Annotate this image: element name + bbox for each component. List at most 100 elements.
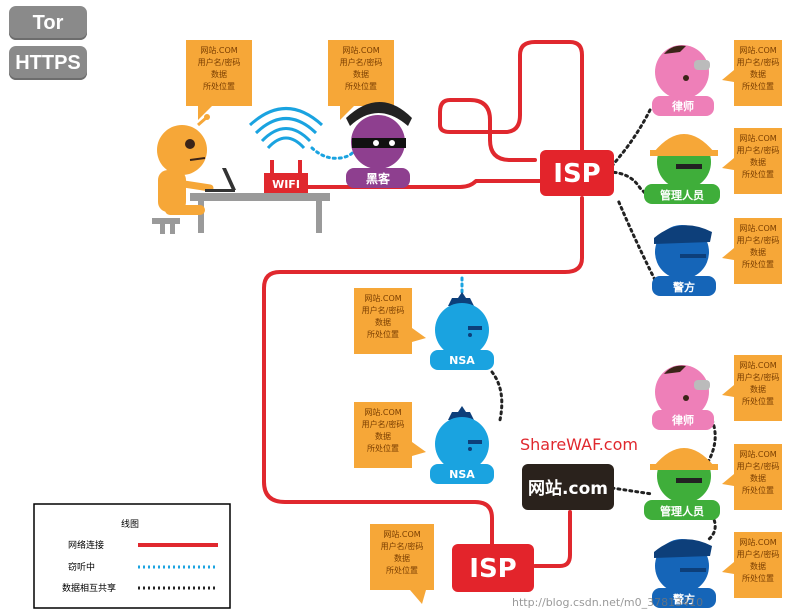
admin-top-label: 管理人员: [660, 188, 704, 202]
isp-top-box: ISP: [540, 150, 614, 196]
callout-lawyer-top-line2: 用户名/密码: [737, 57, 780, 67]
tor-button[interactable]: Tor: [9, 6, 87, 40]
lawyer-bottom-figure: 律师: [652, 365, 714, 430]
callout-isp-line3: 数据: [394, 553, 410, 563]
police-bottom-figure: 警方: [652, 539, 716, 608]
isp-bottom-label: ISP: [469, 554, 516, 584]
callout-isp-bottom: 网站.COM 用户名/密码 数据 所处位置: [370, 524, 434, 604]
callout-admin-top-line4: 所处位置: [742, 169, 774, 179]
police-top-figure: 警方: [652, 225, 716, 296]
glasses-icon: [694, 60, 710, 70]
callout-nsa-bottom-line3: 数据: [375, 431, 391, 441]
callout-police-bottom-line2: 用户名/密码: [737, 549, 780, 559]
nsa-bottom-label: NSA: [449, 468, 475, 481]
link-isp-to-website: [533, 510, 572, 568]
hacker-hat: [346, 102, 412, 126]
link-isp-loop: [438, 40, 584, 162]
callout-lawyer-bottom: 网站.COM 用户名/密码 数据 所处位置: [722, 355, 782, 421]
legend: 线图 网络连接 窃听中 数据相互共享: [33, 503, 231, 609]
callout-nsa-top-line4: 所处位置: [367, 329, 399, 339]
admin-bottom-figure: 管理人员: [644, 448, 720, 520]
user-figure: [152, 114, 330, 234]
callout-lawyer-top-line4: 所处位置: [742, 81, 774, 91]
hacker-eavesdrop-line: [310, 146, 357, 160]
legend-title: 线图: [121, 518, 139, 530]
sharing-links: [490, 108, 717, 542]
callout-lawyer-top-line1: 网站.COM: [739, 45, 776, 55]
callout-hacker-line3: 数据: [353, 69, 369, 79]
hacker-figure: 黑客: [346, 102, 412, 188]
callout-hacker-line1: 网站.COM: [342, 45, 379, 55]
callout-admin-bottom-line2: 用户名/密码: [737, 461, 780, 471]
callout-admin-top-line1: 网站.COM: [739, 133, 776, 143]
network-links: [262, 40, 584, 568]
callout-police-top-line4: 所处位置: [742, 259, 774, 269]
website-box: 网站.com: [522, 464, 614, 510]
callout-police-top-line1: 网站.COM: [739, 223, 776, 233]
callout-police-bottom-line4: 所处位置: [742, 573, 774, 583]
nsa-top-figure: NSA: [430, 292, 494, 370]
desk: [190, 193, 330, 201]
lawyer-top-label: 律师: [671, 99, 694, 113]
stool: [152, 218, 180, 224]
laptop-icon: [214, 168, 236, 190]
police-top-label: 警方: [672, 280, 695, 294]
callout-lawyer-bottom-line4: 所处位置: [742, 396, 774, 406]
callout-hacker: 网站.COM 用户名/密码 数据 所处位置: [328, 40, 394, 120]
callout-lawyer-top: 网站.COM 用户名/密码 数据 所处位置: [722, 40, 782, 106]
callout-admin-bottom: 网站.COM 用户名/密码 数据 所处位置: [722, 444, 782, 510]
callout-lawyer-bottom-line1: 网站.COM: [739, 360, 776, 370]
callout-user: 网站.COM 用户名/密码 数据 所处位置: [186, 40, 252, 120]
lawyer-top-figure: 律师: [652, 45, 714, 116]
callout-admin-bottom-line4: 所处位置: [742, 485, 774, 495]
callout-hacker-line4: 所处位置: [345, 81, 377, 91]
sharewaf-label: ShareWAF.com: [520, 435, 638, 454]
callout-admin-bottom-line1: 网站.COM: [739, 449, 776, 459]
hacker-label: 黑客: [366, 171, 391, 186]
user-head: [157, 125, 207, 175]
callout-nsa-top-line3: 数据: [375, 317, 391, 327]
callout-user-line3: 数据: [211, 69, 227, 79]
callout-nsa-bottom-line4: 所处位置: [367, 443, 399, 453]
hardhat-icon: [654, 134, 714, 152]
callout-user-line1: 网站.COM: [200, 45, 237, 55]
callout-nsa-bottom-line2: 用户名/密码: [362, 419, 405, 429]
wifi-router: WIFI: [248, 107, 324, 193]
lawyer-bottom-label: 律师: [671, 413, 694, 427]
police-cap-icon: [654, 225, 712, 244]
callout-nsa-top-line2: 用户名/密码: [362, 305, 405, 315]
callout-police-top: 网站.COM 用户名/密码 数据 所处位置: [722, 218, 782, 284]
website-label: 网站.com: [528, 478, 608, 499]
callout-police-bottom-line1: 网站.COM: [739, 537, 776, 547]
callout-nsa-top: 网站.COM 用户名/密码 数据 所处位置: [354, 288, 426, 354]
callout-police-bottom-line3: 数据: [750, 561, 766, 571]
callout-isp-line1: 网站.COM: [383, 529, 420, 539]
callout-police-top-line2: 用户名/密码: [737, 235, 780, 245]
callout-hacker-line2: 用户名/密码: [340, 57, 383, 67]
legend-item-eavesdrop-label: 窃听中: [68, 561, 95, 573]
callout-lawyer-bottom-line2: 用户名/密码: [737, 372, 780, 382]
callout-admin-top: 网站.COM 用户名/密码 数据 所处位置: [722, 128, 782, 194]
link-isp-down: [262, 196, 584, 557]
callout-user-line4: 所处位置: [203, 81, 235, 91]
link-wifi-to-isp: [298, 179, 542, 189]
admin-bottom-label: 管理人员: [660, 504, 704, 518]
https-button[interactable]: HTTPS: [9, 46, 87, 80]
callout-admin-bottom-line3: 数据: [750, 473, 766, 483]
police-bottom-label: 警方: [672, 592, 695, 606]
callout-admin-top-line3: 数据: [750, 157, 766, 167]
callout-lawyer-top-line3: 数据: [750, 69, 766, 79]
isp-bottom-box: ISP: [452, 544, 534, 592]
callout-nsa-bottom-line1: 网站.COM: [364, 407, 401, 417]
legend-item-network-label: 网络连接: [68, 539, 104, 551]
callout-lawyer-bottom-line3: 数据: [750, 384, 766, 394]
watermark: http://blog.csdn.net/m0_37813410: [512, 596, 703, 609]
callout-admin-top-line2: 用户名/密码: [737, 145, 780, 155]
callout-nsa-bottom: 网站.COM 用户名/密码 数据 所处位置: [354, 402, 426, 468]
legend-item-sharing-label: 数据相互共享: [62, 582, 116, 594]
callout-police-top-line3: 数据: [750, 247, 766, 257]
callout-isp-line4: 所处位置: [386, 565, 418, 575]
callout-nsa-top-line1: 网站.COM: [364, 293, 401, 303]
